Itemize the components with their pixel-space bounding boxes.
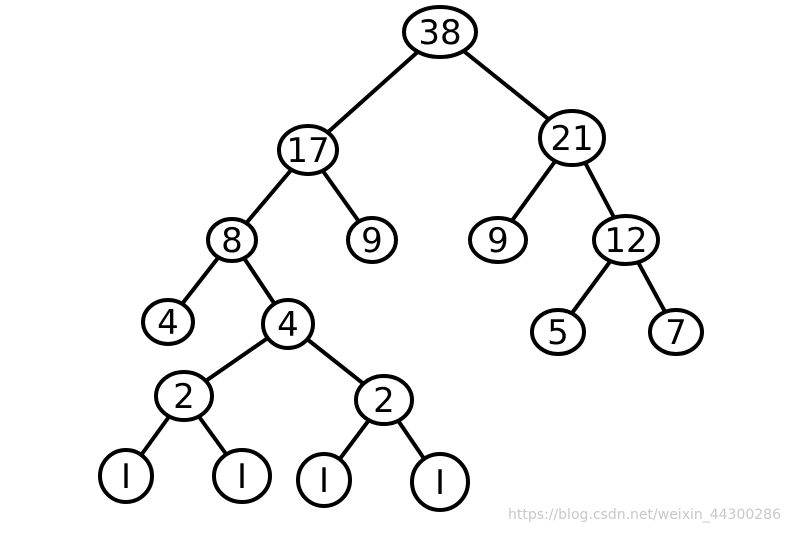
tree-node-n4a: 4 <box>141 298 195 346</box>
node-circle <box>346 216 398 264</box>
tree-node-n1a: I <box>98 448 154 504</box>
tree-node-n1b: I <box>212 448 272 504</box>
node-circle <box>154 370 214 422</box>
watermark-text: https://blog.csdn.net/weixin_44300286 <box>507 507 781 523</box>
node-label: 8 <box>221 221 243 261</box>
node-label: 4 <box>157 303 179 343</box>
tree-node-n5: 5 <box>530 308 586 356</box>
node-label: I <box>121 457 131 497</box>
tree-node-n2b: 2 <box>354 374 414 426</box>
tree-node-n21: 21 <box>538 109 606 167</box>
node-circle <box>212 448 272 504</box>
tree-node-n1c: I <box>296 452 352 508</box>
node-label: I <box>435 463 445 503</box>
tree-node-n12: 12 <box>592 214 660 266</box>
node-circle <box>538 109 606 167</box>
tree-node-n1d: I <box>410 452 470 512</box>
node-label: I <box>319 461 329 501</box>
node-circle <box>354 374 414 426</box>
tree-node-n4b: 4 <box>261 298 315 350</box>
node-label: 4 <box>277 305 299 345</box>
node-label: 12 <box>604 221 647 261</box>
tree-node-n7: 7 <box>648 308 704 356</box>
node-circle <box>206 217 258 263</box>
node-label: 21 <box>550 119 593 159</box>
tree-node-n9b: 9 <box>468 216 528 264</box>
node-circle <box>277 124 339 176</box>
node-circle <box>98 448 154 504</box>
node-circle <box>141 298 195 346</box>
node-label: 2 <box>173 377 195 417</box>
node-circle <box>261 298 315 350</box>
node-circle <box>296 452 352 508</box>
node-circle <box>648 308 704 356</box>
node-label: 17 <box>286 131 329 171</box>
node-label: 38 <box>418 13 461 53</box>
node-label: 2 <box>373 381 395 421</box>
tree-node-n17: 17 <box>277 124 339 176</box>
nodes-layer: 38 17 21 8 9 9 12 4 4 5 7 2 2I I I I <box>98 5 704 512</box>
node-label: I <box>237 457 247 497</box>
node-label: 9 <box>487 221 509 261</box>
tree-node-n38: 38 <box>402 5 478 59</box>
node-circle <box>468 216 528 264</box>
tree-node-n9a: 9 <box>346 216 398 264</box>
node-circle <box>530 308 586 356</box>
tree-node-n8: 8 <box>206 217 258 263</box>
node-circle <box>592 214 660 266</box>
tree-node-n2a: 2 <box>154 370 214 422</box>
node-circle <box>402 5 478 59</box>
node-label: 5 <box>547 313 569 353</box>
node-circle <box>410 452 470 512</box>
node-label: 7 <box>665 313 687 353</box>
node-label: 9 <box>361 221 383 261</box>
